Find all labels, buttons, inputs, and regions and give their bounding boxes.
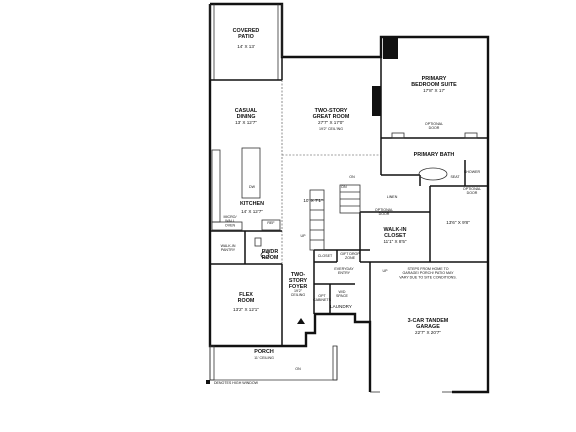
- up-mark-name: UP: [301, 234, 307, 238]
- garage-dims: 22'7" X 20'7": [415, 330, 441, 335]
- kitchen-dims: 14' X 12'7": [241, 209, 263, 214]
- porch-name: PORCH: [254, 349, 274, 355]
- ref-name: REF: [267, 221, 275, 225]
- porch-on-name: ON: [295, 367, 301, 371]
- casual-dining-dims: 13' X 12'7": [235, 120, 257, 125]
- great-room-dims: 27'7" X 17'0": [318, 120, 344, 125]
- flex-room-dims: 13'2" X 12'1": [233, 307, 259, 312]
- kitchen-name: KITCHEN: [240, 201, 264, 207]
- dn-mark-name: DN: [341, 185, 347, 189]
- hall-dims: 10' X 7'1": [303, 198, 323, 203]
- linen-name: LINEN: [387, 195, 398, 199]
- two-story-foyer-note: 19'2"CEILING: [291, 289, 306, 297]
- interior-walls: [210, 57, 488, 346]
- stairs: [309, 184, 361, 251]
- shower-name: SHOWER: [464, 170, 481, 174]
- great-room-note: 19'2" CEIL'ING: [319, 127, 343, 131]
- closet-name: CLOSET: [318, 254, 333, 258]
- legend-text: DENOTES HIGH WINDOW: [214, 381, 259, 385]
- walkin-closet-dims: 11'1" X 8'5": [383, 239, 406, 244]
- seat-name: SEAT: [450, 175, 460, 179]
- bedroom-area-dims: 13'6" X 9'8": [446, 220, 470, 225]
- up-mark-2-name: UP: [383, 269, 389, 273]
- dw-name: DW: [249, 185, 256, 189]
- primary-bath-name: PRIMARY BATH: [414, 152, 455, 158]
- porch-note: 11' CEILING: [254, 356, 274, 360]
- covered-patio-dims: 14' X 13': [237, 44, 255, 49]
- on-mark-name: ON: [349, 175, 355, 179]
- laundry-name: LAUNDRY: [330, 304, 352, 309]
- fixtures: [206, 37, 478, 393]
- primary-suite-dims: 17'8" X 17': [423, 88, 445, 93]
